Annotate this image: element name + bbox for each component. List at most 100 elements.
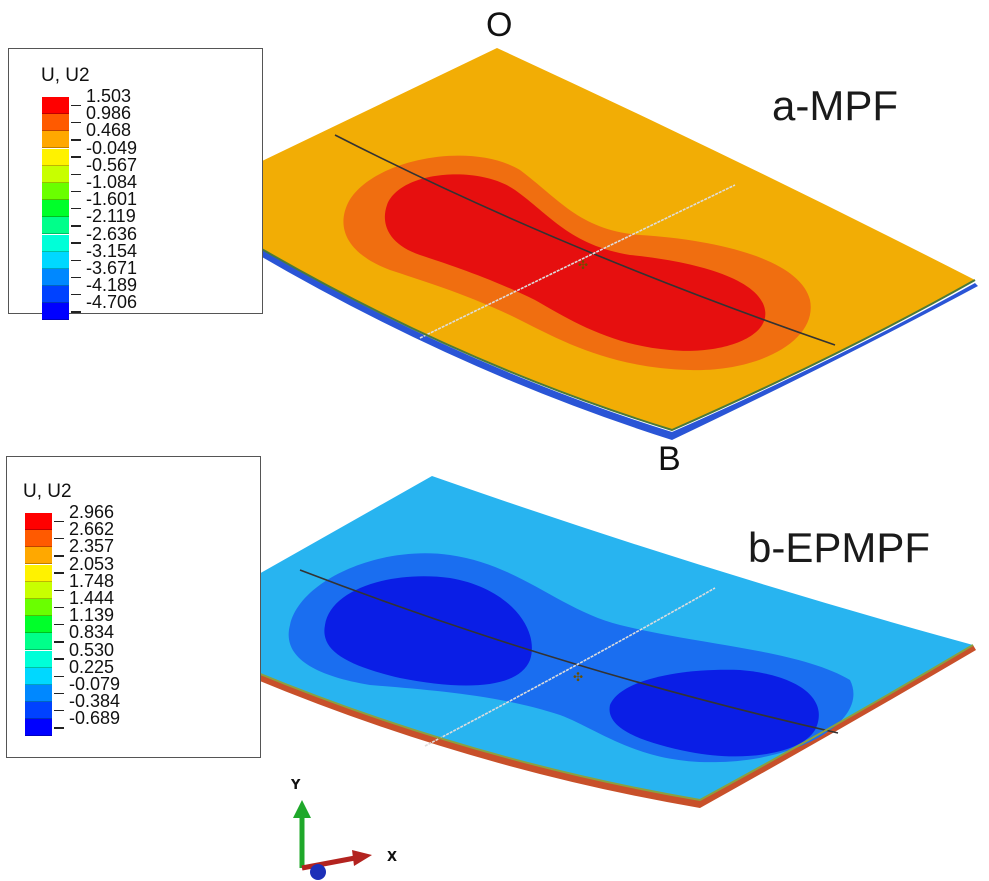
legend-row (42, 183, 81, 200)
legend-row (42, 217, 81, 235)
legend-swatch (42, 303, 69, 321)
legend-swatch (42, 148, 69, 166)
triad-x-label: X (387, 850, 398, 865)
plate-b-edge (159, 629, 974, 802)
legend-tick (71, 225, 81, 227)
legend-row (25, 599, 64, 616)
legend-row (25, 719, 64, 737)
legend-tick (54, 589, 64, 592)
legend-row (42, 97, 81, 114)
legend-value: -4.706 (86, 292, 138, 313)
plate-a-line-1 (334, 134, 836, 346)
legend-swatch (42, 217, 69, 235)
legend-value: -1.601 (86, 189, 138, 210)
legend-value: 0.834 (69, 622, 115, 643)
legend-value: 0.225 (69, 656, 115, 677)
legend-value: 1.748 (69, 570, 115, 591)
legend-tick (54, 606, 64, 609)
legend-tick (71, 121, 81, 124)
legend-value: -0.384 (69, 691, 121, 712)
triad-y-label: Y (291, 778, 301, 793)
legend-value: -4.189 (86, 275, 138, 296)
plate-a: ✣ (178, 48, 978, 440)
legend-value: 1.503 (86, 86, 132, 106)
legend-swatch (42, 97, 69, 114)
legend-row (25, 547, 64, 565)
legend-swatch (25, 530, 52, 548)
legend-row (25, 581, 64, 599)
legend-row (42, 286, 81, 304)
legend-row (25, 513, 64, 530)
legend-tick (54, 537, 64, 540)
plate-b-line-1 (299, 569, 839, 734)
legend-value: 0.986 (86, 103, 132, 124)
legend-value: -2.119 (86, 206, 136, 227)
panel-b-label: b-EPMPF (748, 524, 931, 571)
legend-value: 0.468 (86, 120, 132, 141)
legend-value: -3.671 (86, 258, 138, 278)
legend-swatch (25, 702, 52, 720)
legend-swatch (42, 234, 69, 252)
legend-tick (71, 276, 81, 279)
plate-b-line-2 (424, 587, 716, 747)
legend-value: -0.079 (69, 674, 121, 694)
legend-value: -1.084 (86, 172, 138, 192)
legend-tick (54, 658, 64, 660)
legend-value: 2.966 (69, 502, 115, 522)
axis-triad (293, 800, 372, 880)
legend-swatch (42, 165, 69, 183)
plate-b-center-mark: ✣ (573, 670, 583, 684)
legend-row (42, 114, 81, 132)
legend-row (25, 530, 64, 548)
legend-swatch (42, 251, 69, 269)
legend-row (25, 633, 64, 651)
point-b-label: B (658, 440, 681, 478)
legend-swatch (42, 269, 69, 286)
legend-value: 2.662 (69, 519, 115, 540)
z-axis-dot (310, 864, 326, 880)
legend-row (42, 234, 81, 252)
plate-a-center-mark: ✣ (578, 258, 588, 272)
legend-tick (71, 207, 81, 210)
legend-tick (71, 156, 81, 158)
legend-swatch (25, 667, 52, 685)
legend-tick (71, 173, 81, 176)
legend-value: 1.139 (69, 605, 115, 626)
legend-value: -0.567 (86, 154, 138, 175)
legend-swatch (42, 114, 69, 132)
legend-tick (71, 190, 81, 193)
legend-row (25, 667, 64, 685)
plate-b: ✣ (158, 476, 976, 808)
legend-value: 2.357 (69, 536, 115, 557)
point-o-label: O (486, 6, 513, 44)
panel-a-label: a-MPF (772, 82, 898, 129)
legend-row (42, 200, 81, 218)
legend-row (25, 616, 64, 634)
legend-row (25, 685, 64, 702)
legend-tick (54, 727, 64, 729)
legend-tick (71, 293, 81, 296)
legend-row (42, 131, 81, 149)
legend-value: -3.154 (86, 240, 138, 261)
legend-tick (54, 641, 64, 643)
legend-swatch (25, 616, 52, 634)
legend-value: 1.444 (69, 588, 115, 608)
plate-a-line-2 (419, 184, 736, 339)
legend-tick (71, 139, 81, 141)
legend-swatch (25, 599, 52, 616)
legend-tick (54, 555, 64, 557)
legend-row (25, 564, 64, 582)
plate-a-edge (180, 199, 976, 432)
legend-swatch (25, 564, 52, 582)
legend-tick (71, 311, 81, 313)
legend-swatch (42, 200, 69, 218)
legend-tick (54, 572, 64, 574)
x-axis-arrow (301, 855, 356, 871)
legend-tick (54, 675, 64, 678)
legend-swatch (42, 286, 69, 304)
legend-swatch (42, 131, 69, 149)
legend-row (42, 165, 81, 183)
legend-swatch (25, 685, 52, 702)
